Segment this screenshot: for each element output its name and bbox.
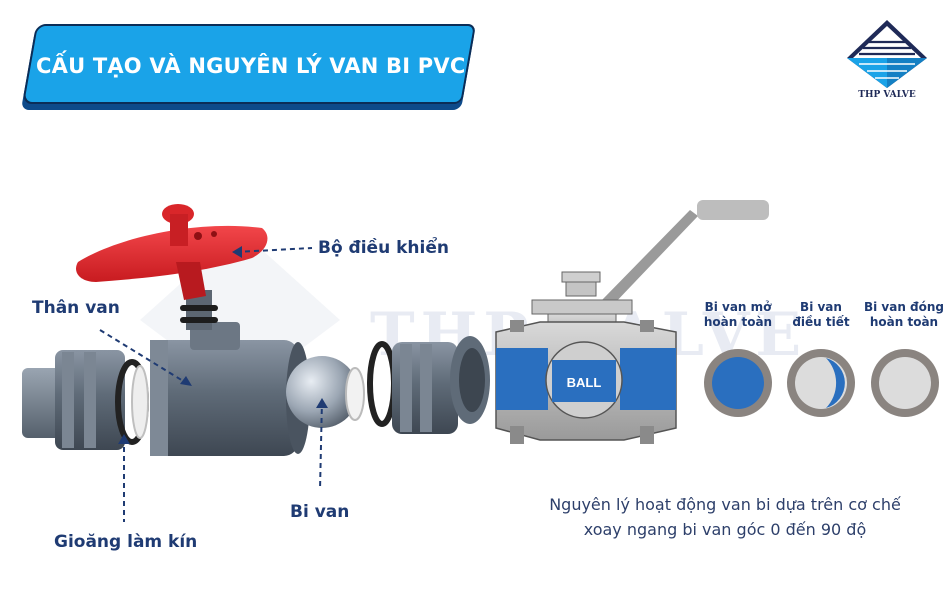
leader-ball [319, 399, 323, 491]
leader-controller [235, 247, 313, 253]
logo-brand-text: THP VALVE [858, 90, 916, 100]
arrow-ball-icon [316, 398, 328, 408]
left-union-end [22, 350, 125, 450]
leader-lines [99, 247, 323, 522]
state-closed-line2: hoàn toàn [869, 315, 939, 329]
state-open-line1: Bi van mở [704, 300, 772, 314]
label-body: Thân van [32, 298, 120, 318]
state-closed-line1: Bi van đóng [863, 300, 945, 314]
label-controller: Bộ điều khiển [318, 238, 449, 258]
description-line1: Nguyên lý hoạt động van bi dựa trên cơ c… [549, 495, 901, 514]
state-throttle-line2: điều tiết [792, 315, 850, 329]
logo-mark-icon [847, 20, 927, 88]
principle-description: Nguyên lý hoạt động van bi dựa trên cơ c… [520, 492, 930, 542]
state-closed-ring [871, 349, 939, 417]
state-throttle-ring [787, 349, 855, 417]
cutaway-ball-text: BALL [567, 375, 602, 390]
ball [286, 356, 358, 428]
state-throttle-line1: Bi van [800, 300, 842, 314]
description-line2: xoay ngang bi van góc 0 đến 90 độ [583, 520, 867, 539]
red-handle [76, 204, 268, 300]
title-banner: CẤU TẠO VÀ NGUYÊN LÝ VAN BI PVC [20, 24, 477, 110]
thp-valve-logo: THP VALVE [845, 18, 929, 104]
state-open-ring [704, 349, 772, 417]
state-open-label: Bi van mở hoàn toàn [688, 300, 788, 330]
ball-seat [345, 367, 365, 421]
state-closed-label: Bi van đóng hoàn toàn [860, 300, 948, 330]
left-gasket-ring [115, 359, 149, 445]
page-title: CẤU TẠO VÀ NGUYÊN LÝ VAN BI PVC [36, 54, 466, 78]
arrow-body-icon [180, 376, 192, 386]
state-throttle-label: Bi van điều tiết [781, 300, 861, 330]
valve-body [150, 322, 310, 456]
arrow-gasket-icon [118, 434, 130, 444]
state-open-line2: hoàn toàn [703, 315, 773, 329]
label-ball: Bi van [290, 502, 350, 522]
right-union-end [392, 336, 490, 434]
label-gasket: Gioăng làm kín [54, 532, 198, 552]
right-gasket-ring [367, 341, 397, 427]
cutaway-ball-valve: BALL [495, 200, 769, 444]
arrow-controller-icon [232, 246, 242, 258]
